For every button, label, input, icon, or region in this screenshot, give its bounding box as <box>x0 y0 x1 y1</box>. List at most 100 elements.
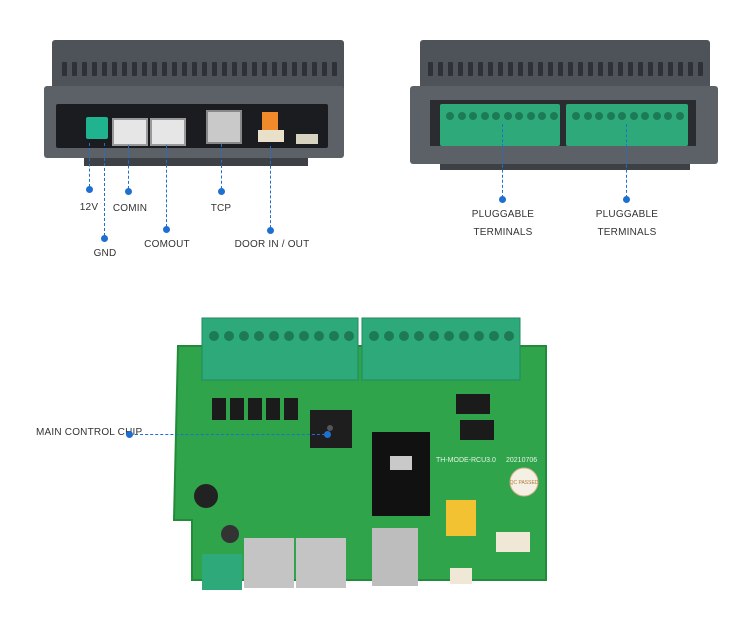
label-gnd: GND <box>93 248 117 259</box>
board-terminal-screw <box>269 331 279 341</box>
vent-slot <box>638 62 643 76</box>
board-terminal-screw <box>369 331 379 341</box>
vent-slot <box>448 62 453 76</box>
board-terminal-screw <box>299 331 309 341</box>
board-terminal-screw <box>254 331 264 341</box>
board-terminal-screw <box>504 331 514 341</box>
terminal-block-left <box>440 104 560 146</box>
vent-slot <box>598 62 603 76</box>
terminal-screw <box>457 112 466 120</box>
left-device-feet <box>84 158 308 166</box>
terminal-block-right <box>566 104 688 146</box>
callout-dot-pluggable-2 <box>623 196 630 203</box>
vent-slot <box>688 62 693 76</box>
vent-slot <box>242 62 247 76</box>
vent-slot <box>548 62 553 76</box>
terminal-screw <box>675 112 684 120</box>
label-comin: COMIN <box>112 203 148 214</box>
terminal-screw <box>526 112 535 120</box>
label-pluggable-1-line1: PLUGGABLE <box>471 209 535 220</box>
vent-slot <box>132 62 137 76</box>
callout-line-main-chip <box>135 434 325 435</box>
terminal-screw <box>583 112 592 120</box>
vent-slot <box>192 62 197 76</box>
terminal-screw <box>549 112 558 120</box>
label-pluggable-2-line1: PLUGGABLE <box>595 209 659 220</box>
callout-line-pluggable-2 <box>626 124 627 198</box>
callout-line-comout <box>166 145 167 227</box>
terminal-screw <box>618 112 626 120</box>
board-terminal-screw <box>459 331 469 341</box>
vent-slot <box>292 62 297 76</box>
callout-dot-main-chip-right <box>324 431 331 438</box>
terminal-screw <box>492 112 500 120</box>
board-rj45-right <box>372 528 418 586</box>
vent-slot <box>458 62 463 76</box>
power-terminal <box>86 117 108 139</box>
board-terminal-screw <box>399 331 409 341</box>
vent-slot <box>202 62 207 76</box>
vent-slot <box>332 62 337 76</box>
terminal-screw <box>606 112 615 120</box>
terminal-screw <box>629 112 638 120</box>
callout-line-door <box>270 146 271 228</box>
comout-port <box>150 118 186 146</box>
vent-slot <box>312 62 317 76</box>
vent-slot <box>438 62 443 76</box>
comin-port <box>112 118 148 146</box>
door-connector-base <box>258 130 284 142</box>
board-terminal-screw <box>329 331 339 341</box>
aux-connector <box>296 134 318 144</box>
callout-dot-comout <box>163 226 170 233</box>
vent-slot <box>122 62 127 76</box>
vent-slot <box>222 62 227 76</box>
vent-slot <box>302 62 307 76</box>
vent-slot <box>578 62 583 76</box>
terminal-screw <box>572 112 580 120</box>
vent-slot <box>162 62 167 76</box>
board-terminal-screw <box>384 331 394 341</box>
vent-slot <box>468 62 473 76</box>
label-pluggable-1-line2: TERMINALS <box>473 227 533 238</box>
board-rj45-left-1 <box>244 538 294 588</box>
terminal-screw <box>446 112 454 120</box>
vent-slot <box>92 62 97 76</box>
callout-line-pluggable-1 <box>502 124 503 198</box>
vent-slot <box>272 62 277 76</box>
callout-dot-main-chip-left <box>126 431 133 438</box>
terminal-screw <box>503 112 512 120</box>
vent-slot <box>182 62 187 76</box>
label-main-control-chip: MAIN CONTROL CHIP <box>36 427 143 438</box>
buzzer <box>446 500 476 536</box>
callout-line-tcp <box>221 144 222 189</box>
terminal-screw <box>664 112 672 120</box>
board-terminal-screw <box>224 331 234 341</box>
callout-dot-pluggable-1 <box>499 196 506 203</box>
label-12v: 12V <box>79 202 99 213</box>
vent-slot <box>152 62 157 76</box>
board-terminal-screw <box>314 331 324 341</box>
vent-slot <box>608 62 613 76</box>
board-power-terminal <box>202 554 242 590</box>
vent-slot <box>508 62 513 76</box>
board-terminal-screw <box>489 331 499 341</box>
vent-slot <box>658 62 663 76</box>
vent-slot <box>668 62 673 76</box>
vent-slot <box>212 62 217 76</box>
vent-slot <box>528 62 533 76</box>
board-rj45-left-2 <box>296 538 346 588</box>
vent-slot <box>518 62 523 76</box>
board-terminal-screw <box>414 331 424 341</box>
qc-sticker-text: QC PASSED <box>510 480 539 486</box>
terminal-screw <box>641 112 649 120</box>
vent-slot <box>172 62 177 76</box>
callout-line-gnd <box>104 143 105 236</box>
callout-dot-door <box>267 227 274 234</box>
terminal-screw <box>480 112 489 120</box>
terminal-screw <box>595 112 603 120</box>
vent-slot <box>568 62 573 76</box>
vent-slot <box>538 62 543 76</box>
vent-slot <box>72 62 77 76</box>
label-door-in-out: DOOR IN / OUT <box>234 239 310 250</box>
callout-dot-12v <box>86 186 93 193</box>
